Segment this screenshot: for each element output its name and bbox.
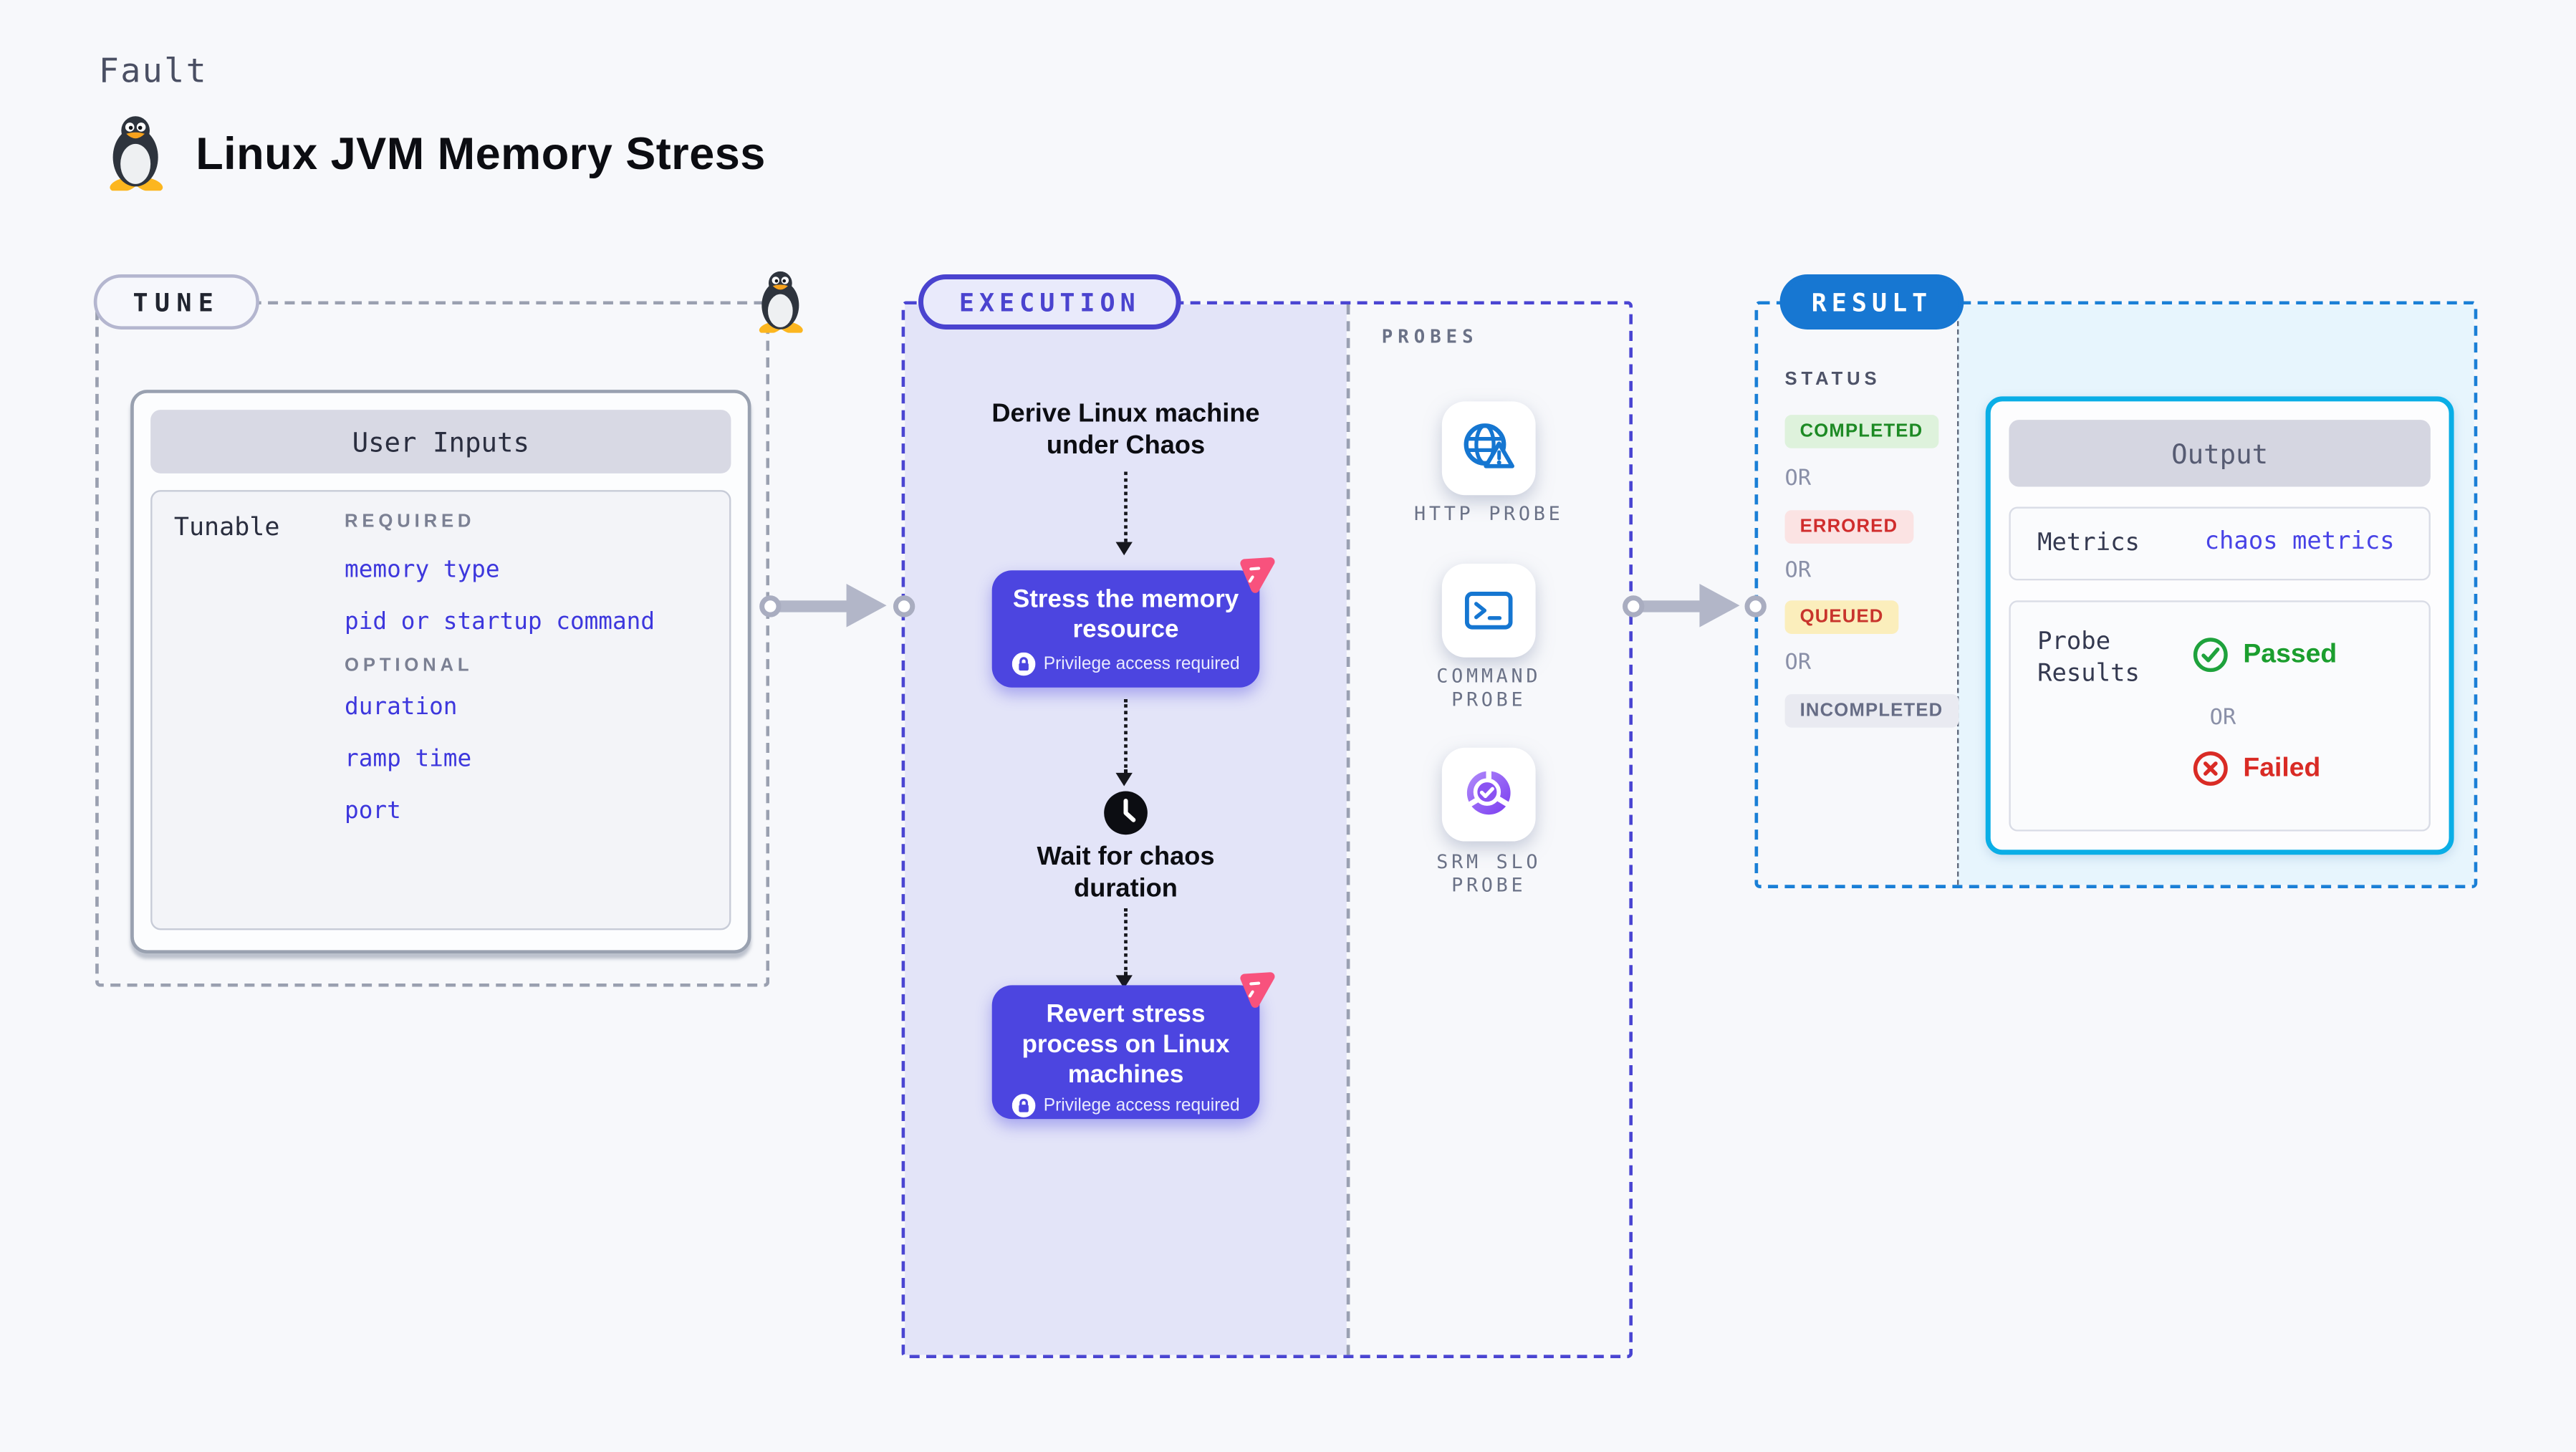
probe-result-failed: Failed (2191, 749, 2320, 788)
stress-step-title: Stress the memory resource (1012, 585, 1239, 645)
tunable-row-label: Tunable (173, 511, 280, 542)
probe-result-passed: Passed (2191, 635, 2337, 674)
user-inputs-header: User Inputs (150, 410, 731, 473)
revert-stress-step-button[interactable]: Revert stress process on Linux machines … (991, 985, 1260, 1120)
fault-category-label: Fault (98, 50, 208, 91)
page-title: Linux JVM Memory Stress (196, 128, 766, 179)
tunables-list: Tunable REQUIRED memory type pid or star… (150, 490, 731, 931)
failed-label: Failed (2243, 753, 2321, 782)
status-badge-incompleted: INCOMPLETED (1784, 694, 1959, 728)
step-derive-machine: Derive Linux machine under Chaos (991, 400, 1260, 461)
check-circle-icon (2193, 638, 2228, 673)
step-wait-duration: Wait for chaos duration (1037, 842, 1215, 903)
result-badge[interactable]: RESULT (1779, 274, 1964, 330)
or-separator: OR (1784, 466, 1812, 492)
output-card-header: Output (2009, 420, 2431, 487)
status-badge-queued: QUEUED (1784, 600, 1899, 635)
command-probe-card[interactable] (1441, 563, 1536, 658)
result-divider (1957, 304, 1959, 885)
tunable-link-port[interactable]: port (345, 797, 401, 825)
linux-tux-icon (110, 116, 163, 191)
status-badge-errored: ERRORED (1784, 510, 1913, 544)
connector-tune-to-execution (759, 583, 915, 628)
stress-memory-step-button[interactable]: Stress the memory resource Privilege acc… (991, 570, 1260, 688)
tunable-link-ramp-time[interactable]: ramp time (345, 746, 472, 773)
connector-execution-to-result (1623, 583, 1767, 628)
flow-arrow-down-icon (1116, 699, 1133, 787)
passed-label: Passed (2243, 640, 2337, 668)
probes-section-label: PROBES (1381, 326, 1479, 348)
http-probe-label: HTTP PROBE (1414, 501, 1564, 526)
status-badge-completed: COMPLETED (1784, 415, 1938, 448)
chaos-fault-logo-icon (1240, 557, 1275, 593)
probes-divider (1346, 304, 1350, 1355)
probe-results-row: Probe Results Passed OR Failed (2009, 600, 2431, 832)
command-probe-label: COMMAND PROBE (1436, 664, 1542, 711)
required-group-label: REQUIRED (345, 511, 476, 532)
or-separator: OR (2209, 706, 2236, 731)
terminal-icon (1464, 592, 1513, 630)
execution-section-box: Derive Linux machine under Chaos Stress … (901, 301, 1633, 1359)
status-column-label: STATUS (1784, 370, 1881, 390)
flow-arrow-down-icon (1116, 908, 1133, 989)
http-probe-card[interactable] (1441, 401, 1536, 496)
privilege-note: Privilege access required (1043, 654, 1240, 675)
metrics-label: Metrics (2037, 530, 2140, 557)
execution-flow-panel: Derive Linux machine under Chaos Stress … (905, 304, 1347, 1355)
chaos-metrics-link[interactable]: chaos metrics (2204, 528, 2395, 556)
user-inputs-card: User Inputs Tunable REQUIRED memory type… (130, 390, 751, 954)
optional-group-label: OPTIONAL (345, 655, 474, 676)
chaos-fault-logo-icon (1240, 972, 1275, 1008)
tunable-link-duration[interactable]: duration (345, 694, 458, 721)
tune-section-box: User Inputs Tunable REQUIRED memory type… (95, 301, 770, 987)
or-separator: OR (1784, 650, 1812, 676)
clock-icon (1104, 791, 1148, 835)
or-separator: OR (1784, 558, 1812, 584)
output-card: Output Metrics chaos metrics Probe Resul… (1985, 396, 2454, 855)
slo-donut-check-icon (1466, 770, 1511, 815)
metrics-row: Metrics chaos metrics (2009, 506, 2431, 581)
lock-icon (1011, 652, 1036, 676)
probe-results-label: Probe Results (2037, 628, 2140, 688)
srm-slo-probe-card[interactable] (1441, 747, 1536, 842)
lock-icon (1011, 1094, 1036, 1117)
flow-arrow-down-icon (1116, 471, 1133, 556)
tunable-link-pid-or-startup-command[interactable]: pid or startup command (345, 608, 655, 636)
tune-badge[interactable]: TUNE (93, 274, 259, 330)
linux-tux-corner-icon (759, 271, 803, 333)
x-circle-icon (2193, 751, 2228, 786)
srm-slo-probe-label: SRM SLO PROBE (1436, 850, 1542, 897)
execution-badge[interactable]: EXECUTION (918, 274, 1181, 330)
revert-step-title: Revert stress process on Linux machines (1022, 1000, 1230, 1090)
globe-alert-icon (1464, 423, 1514, 468)
tunable-link-memory-type[interactable]: memory type (345, 557, 500, 584)
privilege-note: Privilege access required (1043, 1095, 1240, 1116)
